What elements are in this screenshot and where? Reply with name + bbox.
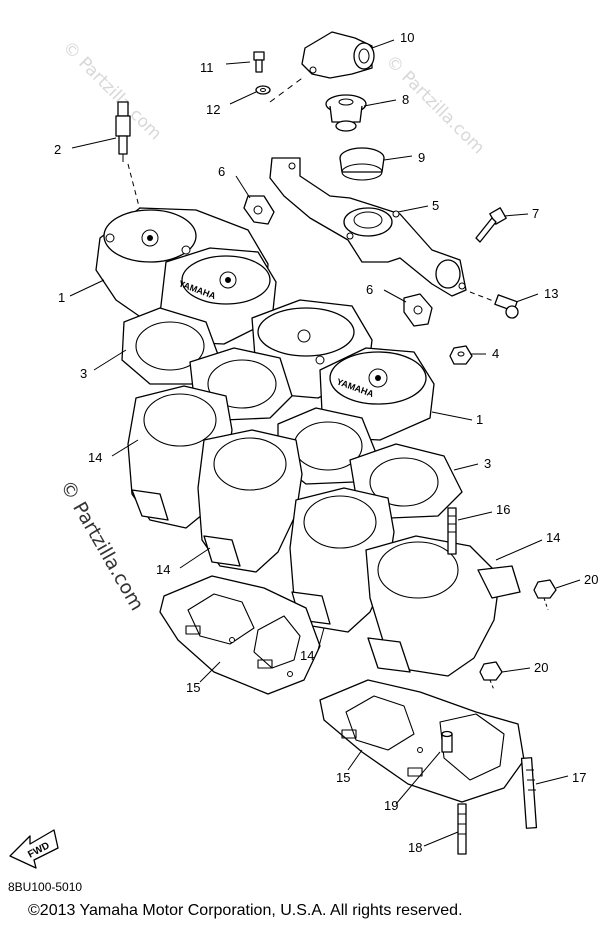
callout-8: 8 bbox=[402, 92, 409, 107]
part-gasket-small-mid bbox=[403, 293, 433, 327]
part-base-gasket-rear bbox=[159, 575, 321, 695]
callout-14-left: 14 bbox=[88, 450, 102, 465]
callout-10: 10 bbox=[400, 30, 414, 45]
callout-14-right: 14 bbox=[546, 530, 560, 545]
part-thermostat bbox=[325, 94, 367, 132]
part-thermostat-cover bbox=[301, 31, 375, 79]
callout-19: 19 bbox=[384, 798, 398, 813]
callout-20-top: 20 bbox=[584, 572, 598, 587]
part-base-gasket-front bbox=[319, 679, 525, 803]
part-cylinder-front bbox=[289, 487, 521, 677]
callout-12: 12 bbox=[206, 102, 220, 117]
part-bolt-small bbox=[253, 51, 265, 73]
callout-9: 9 bbox=[418, 150, 425, 165]
part-bolt-13 bbox=[469, 291, 519, 319]
callout-numbers: 10 11 12 8 9 2 6 5 7 13 6 4 1 3 14 1 3 1… bbox=[54, 30, 598, 855]
callout-15-left: 15 bbox=[186, 680, 200, 695]
part-nut-20-bottom bbox=[479, 661, 503, 691]
callout-14-bottom: 14 bbox=[300, 648, 314, 663]
part-stud-18 bbox=[457, 803, 467, 855]
callout-20-bottom: 20 bbox=[534, 660, 548, 675]
callout-18: 18 bbox=[408, 840, 422, 855]
callout-16: 16 bbox=[496, 502, 510, 517]
part-water-pipe bbox=[269, 157, 467, 297]
callout-3-right: 3 bbox=[484, 456, 491, 471]
callout-1-left: 1 bbox=[58, 290, 65, 305]
callout-7: 7 bbox=[532, 206, 539, 221]
callout-11: 11 bbox=[200, 60, 214, 75]
callout-3-left: 3 bbox=[80, 366, 87, 381]
callout-17: 17 bbox=[572, 770, 586, 785]
callout-14-mid: 14 bbox=[156, 562, 170, 577]
watermark-top-left: © Partzilla.com bbox=[58, 37, 165, 144]
part-stud-17 bbox=[520, 757, 538, 829]
diagram-code: 8BU100-5010 bbox=[8, 880, 83, 894]
callout-6-mid: 6 bbox=[366, 282, 373, 297]
copyright-notice: ©2013 Yamaha Motor Corporation, U.S.A. A… bbox=[28, 902, 463, 919]
part-gasket-small-top bbox=[243, 195, 275, 225]
part-stud-16 bbox=[447, 507, 457, 555]
callout-1-right: 1 bbox=[476, 412, 483, 427]
part-dowel-19 bbox=[441, 730, 453, 753]
part-washer bbox=[255, 85, 271, 95]
part-nut-20-top bbox=[533, 579, 557, 611]
part-gasket-ring bbox=[339, 147, 385, 181]
callout-6-top: 6 bbox=[218, 164, 225, 179]
part-bolt-7 bbox=[475, 207, 507, 243]
callout-5: 5 bbox=[432, 198, 439, 213]
watermark-top-right: © Partzilla.com bbox=[381, 51, 488, 158]
leader-lines bbox=[69, 39, 581, 847]
callout-15-right: 15 bbox=[336, 770, 350, 785]
callout-2: 2 bbox=[54, 142, 61, 157]
part-cylinder-rear bbox=[127, 385, 303, 573]
callout-4: 4 bbox=[492, 346, 499, 361]
part-nut-4 bbox=[449, 345, 473, 365]
fwd-arrow-icon: FWD bbox=[9, 829, 59, 869]
callout-13: 13 bbox=[544, 286, 558, 301]
